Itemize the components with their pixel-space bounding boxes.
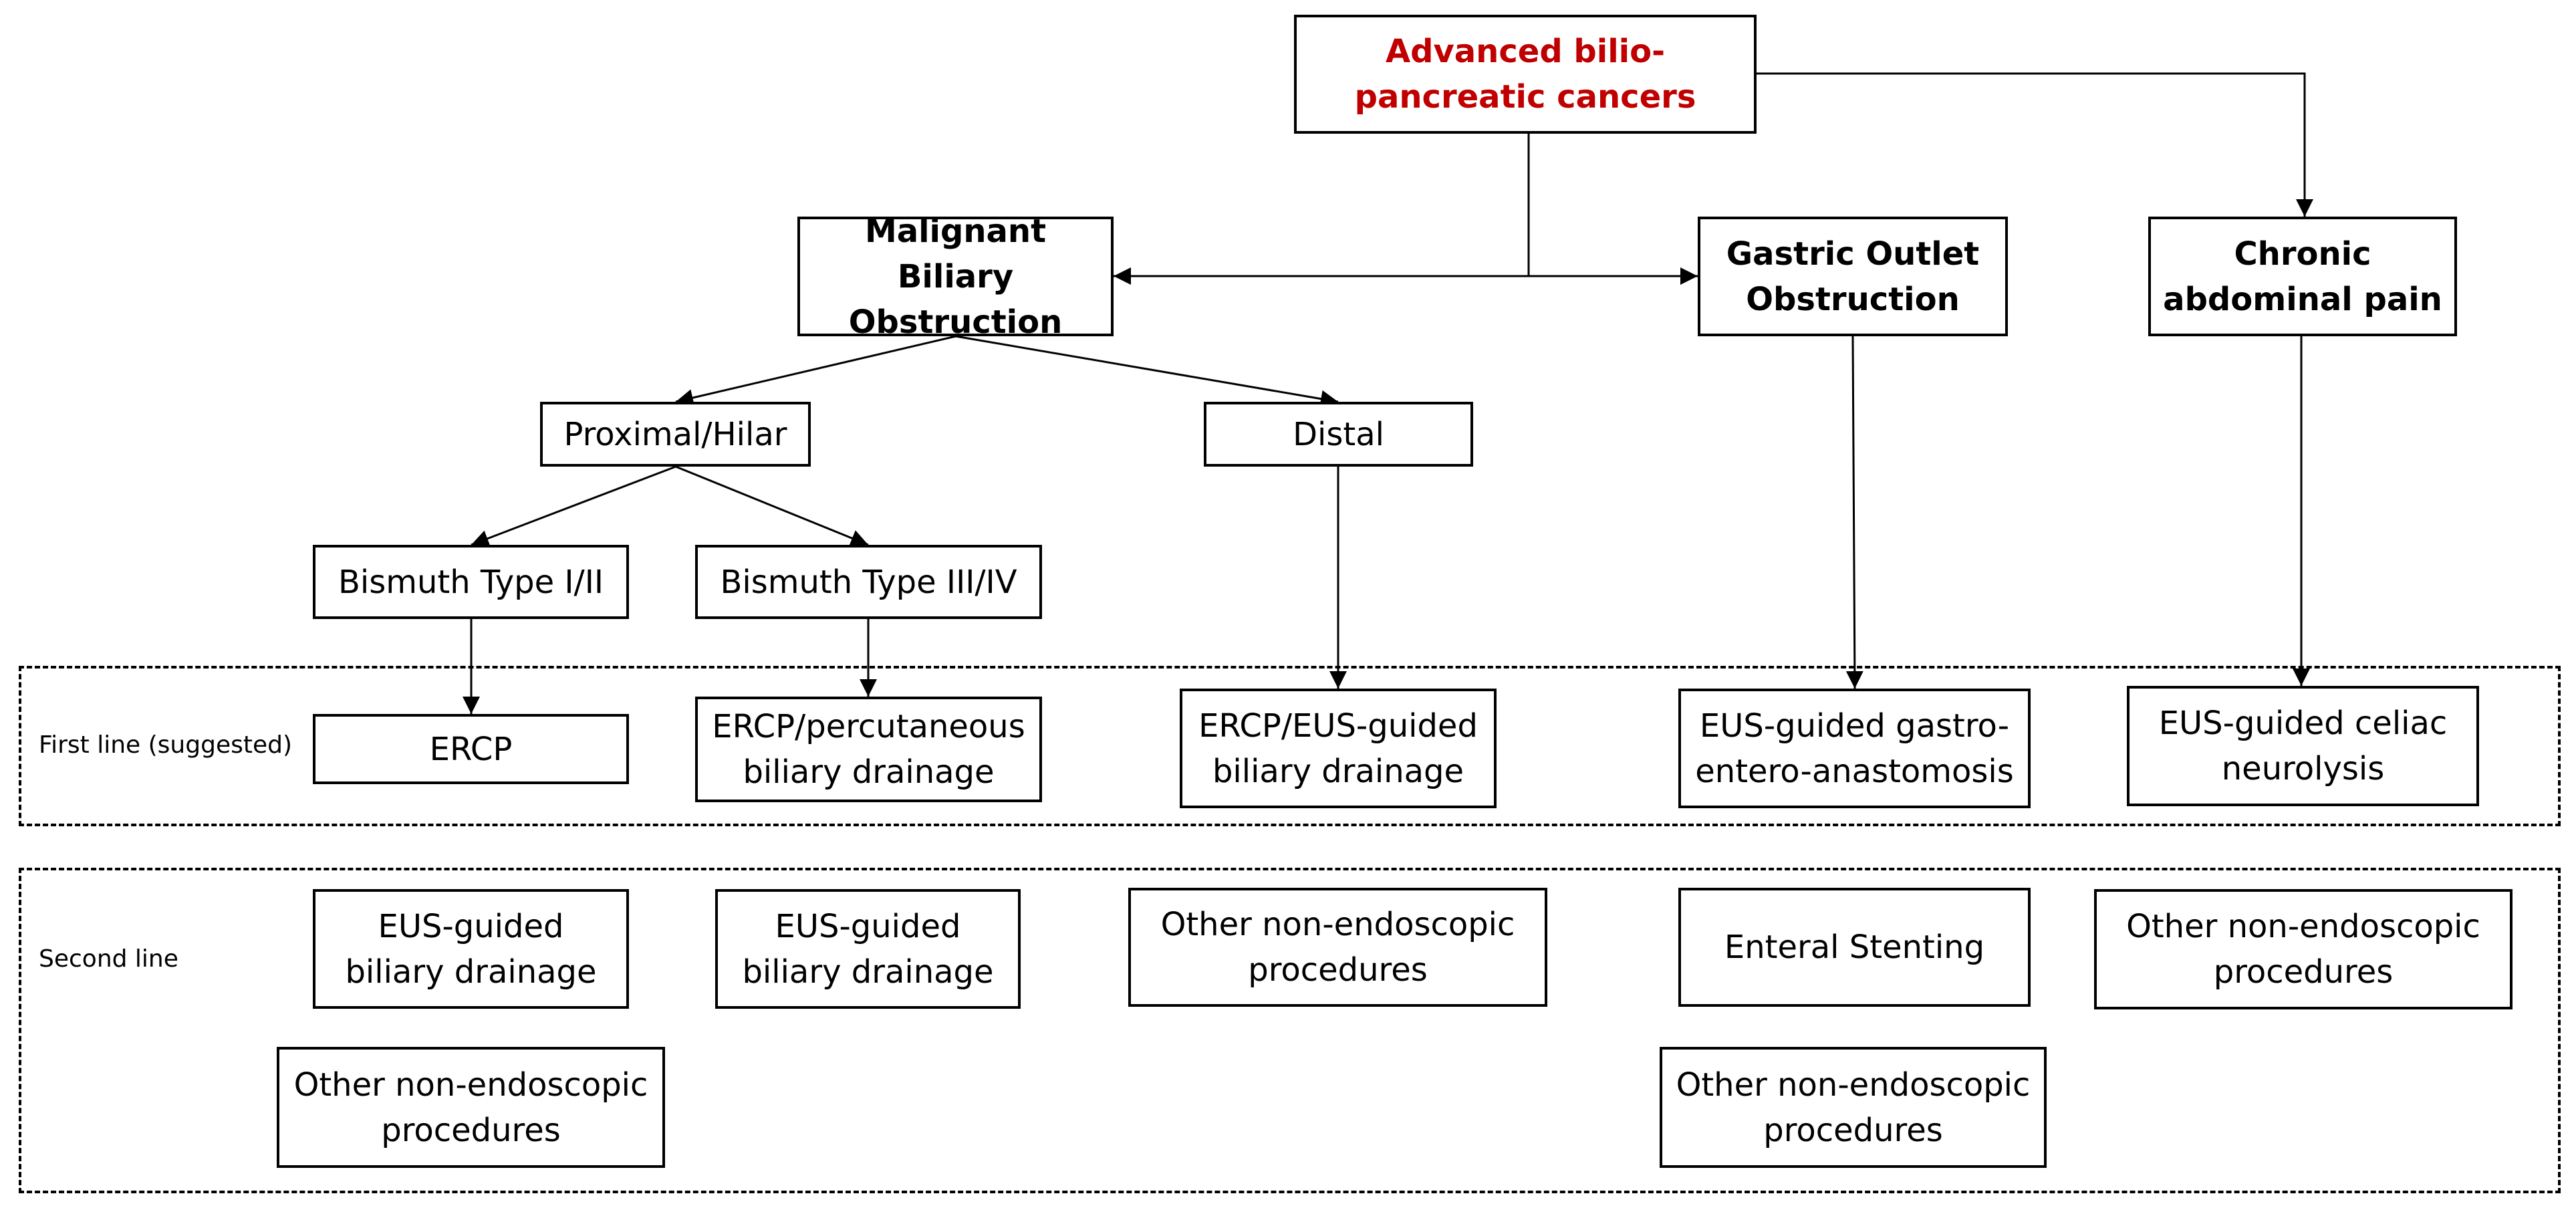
second-line-other-procedures-goo: Other non-endoscopic procedures <box>1660 1047 2047 1168</box>
second-line-other-procedures-1: Other non-endoscopic procedures <box>277 1047 665 1168</box>
proximal-hilar-node: Proximal/Hilar <box>540 402 811 467</box>
first-line-eus-gastroenteroanastomosis: EUS-guided gastro- entero-anastomosis <box>1678 689 2031 808</box>
chronic-abdominal-pain-node: Chronic abdominal pain <box>2148 217 2457 336</box>
first-line-ercp-percutaneous: ERCP/percutaneous biliary drainage <box>695 697 1042 802</box>
edge-proximal-to-bismuth12 <box>471 465 676 547</box>
gastric-outlet-obstruction-node: Gastric Outlet Obstruction <box>1698 217 2008 336</box>
first-line-ercp-eus: ERCP/EUS-guided biliary drainage <box>1180 689 1497 808</box>
malignant-biliary-obstruction-node: Malignant Biliary Obstruction <box>797 213 1114 341</box>
distal-node: Distal <box>1204 402 1473 467</box>
edge-goo-to-eus-gea <box>1845 336 1863 689</box>
second-line-other-procedures-pain: Other non-endoscopic procedures <box>2094 889 2513 1009</box>
first-line-label: First line (suggested) <box>39 731 293 759</box>
first-line-group <box>19 666 2561 826</box>
bismuth-type-3-4-node: Bismuth Type III/IV <box>695 545 1042 619</box>
second-line-eus-biliary-drainage-1: EUS-guided biliary drainage <box>313 889 629 1009</box>
edge-root-to-pain <box>1757 72 2313 217</box>
edge-proximal-to-bismuth34 <box>675 465 869 547</box>
first-line-eus-celiac-neurolysis: EUS-guided celiac neurolysis <box>2127 686 2479 806</box>
second-line-group <box>19 868 2561 1193</box>
second-line-other-procedures-distal: Other non-endoscopic procedures <box>1128 888 1547 1007</box>
second-line-label: Second line <box>39 945 178 973</box>
edge-mbo-to-distal <box>955 335 1339 408</box>
bismuth-type-1-2-node: Bismuth Type I/II <box>313 545 629 619</box>
edge-mbo-to-proximal <box>675 335 956 406</box>
second-line-enteral-stenting: Enteral Stenting <box>1678 888 2031 1007</box>
second-line-eus-biliary-drainage-2: EUS-guided biliary drainage <box>715 889 1021 1009</box>
first-line-ercp: ERCP <box>313 714 629 784</box>
root-node: Advanced bilio-pancreatic cancers <box>1294 15 1757 134</box>
